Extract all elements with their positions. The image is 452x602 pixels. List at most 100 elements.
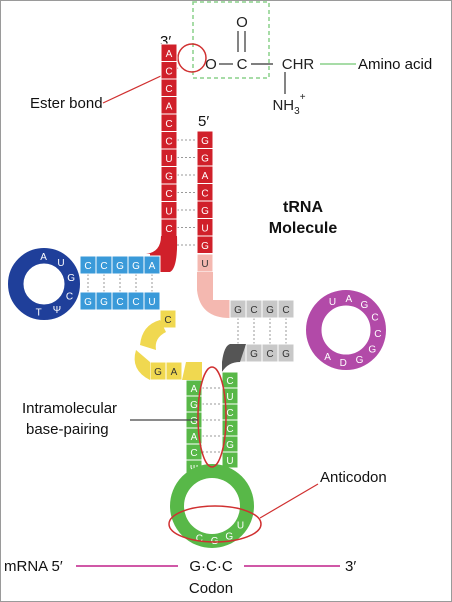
anticodon-loop-base: C	[196, 534, 203, 545]
mrna-5-label: mRNA 5′	[4, 558, 63, 575]
acceptor-3prime-base: G	[160, 166, 178, 185]
svg-text:G: G	[282, 349, 290, 360]
anticodon-right-base: C	[221, 403, 239, 421]
acceptor-3prime-base: C	[160, 78, 178, 97]
svg-text:C: C	[266, 349, 273, 360]
ester-oxygen: O	[205, 56, 217, 73]
acceptor-5prime-base: G	[196, 130, 214, 149]
svg-text:G: G	[84, 297, 92, 308]
amino-acid-label: Amino acid	[358, 56, 432, 73]
d-arm-top-base: G	[127, 255, 145, 275]
intramolecular-ellipse	[197, 366, 227, 468]
svg-text:A: A	[166, 49, 173, 60]
t-arm-top-base: C	[277, 299, 295, 319]
svg-text:A: A	[149, 261, 156, 272]
d-arm-bottom-base: U	[143, 291, 161, 311]
variable-base: A	[165, 361, 183, 381]
title-trna: tRNA	[283, 199, 323, 216]
svg-text:A: A	[202, 171, 209, 182]
d-arm-top-base: C	[79, 255, 97, 275]
svg-text:C: C	[116, 297, 123, 308]
amino-acid-box	[192, 1, 270, 79]
d-loop-ring-inner	[23, 263, 65, 305]
alpha-carbon: CHR	[282, 56, 315, 73]
d-loop-base: A	[40, 252, 47, 263]
svg-text:C: C	[250, 305, 257, 316]
anticodon-loop-base: G	[225, 531, 233, 542]
anticodon-right-base: C	[221, 371, 239, 389]
acceptor-5prime-base: G	[196, 148, 214, 167]
svg-text:C: C	[164, 315, 171, 326]
svg-text:G: G	[154, 367, 162, 378]
svg-text:G: G	[190, 416, 198, 427]
d-loop-base: G	[67, 273, 75, 284]
acceptor-3prime-base: C	[160, 113, 178, 132]
svg-text:C: C	[165, 119, 172, 130]
amino-group: NH3+	[272, 92, 305, 117]
acceptor-3prime-base: U	[160, 148, 178, 167]
t-loop-base: U	[329, 297, 336, 308]
acceptor-5prime-base: A	[196, 165, 214, 184]
anticodon-loop-base: U	[237, 521, 244, 532]
t-loop-base: A	[345, 294, 352, 305]
anticodon-right-base: U	[221, 451, 239, 469]
acceptor-3prime-base: C	[160, 218, 178, 237]
t-loop-base: C	[374, 329, 381, 340]
svg-text:C: C	[282, 305, 289, 316]
acceptor-3prime-base: A	[160, 96, 178, 115]
anticodon-loop-ring	[170, 464, 254, 548]
svg-text:G: G	[201, 136, 209, 147]
svg-text:U: U	[226, 392, 233, 403]
d-loop-base: Ψ	[53, 305, 61, 316]
acceptor-5prime-base: C	[196, 183, 214, 202]
ester-bond-label: Ester bond	[30, 95, 103, 112]
acceptor-3prime-base: C	[160, 183, 178, 202]
acceptor-5prime-base: U	[196, 218, 214, 237]
anticodon-join	[182, 362, 202, 380]
svg-text:G: G	[100, 297, 108, 308]
svg-text:G: G	[234, 305, 242, 316]
base-pair-bonds	[87, 139, 287, 469]
svg-text:A: A	[191, 432, 198, 443]
svg-text:C: C	[165, 224, 172, 235]
acceptor-3prime-base: C	[160, 131, 178, 150]
t-arm-bottom-base: G	[277, 343, 295, 363]
svg-text:C: C	[165, 136, 172, 147]
codon-sequence: G·C·C	[189, 558, 232, 575]
svg-text:C: C	[226, 424, 233, 435]
acceptor-5prime-base: G	[196, 200, 214, 219]
t-arm-bottom-base: C	[261, 343, 279, 363]
d-arm-bottom-base: C	[127, 291, 145, 311]
linker-base: U	[196, 253, 214, 273]
svg-text:U: U	[201, 223, 208, 234]
t-loop-base: D	[340, 358, 347, 369]
svg-text:G: G	[165, 171, 173, 182]
t-loop-ring-inner	[321, 305, 371, 355]
anticodon-leader	[259, 483, 319, 519]
t-arm-top-base: C	[245, 299, 263, 319]
anticodon-left-base: C	[185, 443, 203, 461]
intramolecular-label-2: base-pairing	[26, 421, 109, 438]
d-arm-top-base: C	[95, 255, 113, 275]
carbonyl-oxygen: O	[236, 14, 248, 31]
svg-text:C: C	[165, 189, 172, 200]
svg-text:C: C	[165, 66, 172, 77]
svg-text:G: G	[190, 400, 198, 411]
svg-text:C: C	[226, 376, 233, 387]
codon-label: Codon	[189, 580, 233, 597]
title-molecule: Molecule	[269, 220, 338, 237]
t-arm-top-base: G	[261, 299, 279, 319]
svg-text:A: A	[171, 367, 178, 378]
svg-text:U: U	[165, 206, 172, 217]
acceptor-3prime-base: A	[160, 43, 178, 62]
anticodon-label: Anticodon	[320, 469, 387, 486]
t-loop-base: G	[360, 300, 368, 311]
t-arm-connector	[197, 272, 230, 318]
carbonyl-carbon: C	[237, 56, 248, 73]
d-arm-bottom-base: C	[111, 291, 129, 311]
svg-text:C: C	[165, 84, 172, 95]
acceptor-5prime-base: G	[196, 235, 214, 254]
t-loop-ring	[306, 290, 386, 370]
d-loop-ring	[8, 248, 80, 320]
